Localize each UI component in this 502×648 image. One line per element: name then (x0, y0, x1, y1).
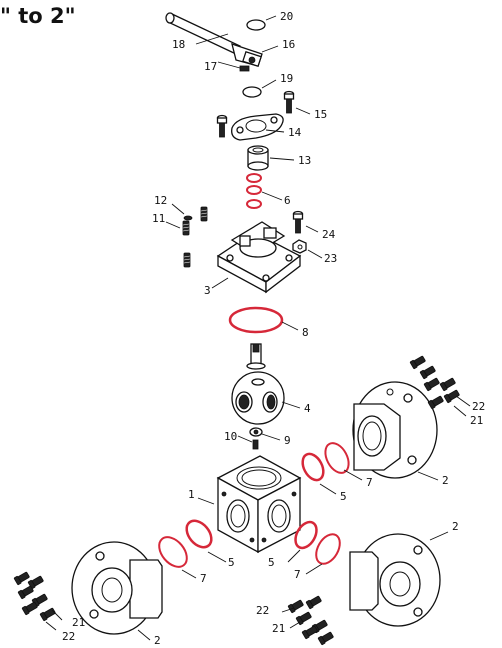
label-22-bottom: 22 (256, 604, 269, 617)
handle-lock (239, 65, 250, 72)
label-17: 17 (204, 60, 217, 73)
label-14: 14 (288, 126, 302, 139)
diagram-title: " to 2" (0, 4, 76, 28)
label-2-left: 2 (154, 634, 161, 647)
label-5-left: 5 (228, 556, 235, 569)
stopper-bolt (292, 210, 304, 234)
bonnet-bolts (182, 206, 208, 268)
label-23: 23 (324, 252, 337, 265)
label-11: 11 (152, 212, 165, 225)
gland-follower (231, 113, 284, 141)
label-18: 18 (172, 38, 185, 51)
body (216, 455, 302, 554)
bonnet-gasket (228, 306, 284, 334)
ball-stem (231, 343, 285, 425)
seats-gaskets (158, 442, 350, 568)
stem-packing (246, 173, 262, 209)
label-7-bottom: 7 (294, 568, 301, 581)
part-labels: 20 18 16 17 19 15 14 13 6 12 11 24 23 3 … (62, 10, 485, 647)
handle-washer (246, 19, 266, 31)
anti-static (249, 427, 263, 450)
label-13: 13 (298, 154, 311, 167)
end-cap-right-top (352, 381, 438, 479)
stopper-nut (292, 239, 307, 254)
label-22-left: 22 (62, 630, 75, 643)
label-9: 9 (284, 434, 291, 447)
label-8: 8 (302, 326, 309, 339)
label-4: 4 (304, 402, 311, 415)
label-20: 20 (280, 10, 293, 23)
label-16: 16 (282, 38, 295, 51)
label-12: 12 (154, 194, 167, 207)
end-cap-left (71, 541, 163, 635)
stem-bushing (247, 145, 269, 171)
label-7-right: 7 (366, 476, 373, 489)
label-24: 24 (322, 228, 336, 241)
label-2-right-top: 2 (442, 474, 449, 487)
end-cap-right-bottom (349, 533, 441, 627)
label-5-bottom: 5 (268, 556, 275, 569)
label-7-left: 7 (200, 572, 207, 585)
label-21-left: 21 (72, 616, 85, 629)
label-22-right: 22 (472, 400, 485, 413)
bonnet (216, 221, 302, 294)
label-21-right: 21 (470, 414, 483, 427)
label-19: 19 (280, 72, 293, 85)
leader-lines (45, 15, 471, 641)
label-6: 6 (284, 194, 291, 207)
label-1: 1 (188, 488, 195, 501)
stem-washer (242, 86, 262, 98)
label-10: 10 (224, 430, 237, 443)
gland-bolt-left (216, 114, 228, 138)
label-3: 3 (204, 284, 211, 297)
handle (165, 12, 263, 68)
label-5-right: 5 (340, 490, 347, 503)
label-21-bottom: 21 (272, 622, 285, 635)
label-2-right-bottom: 2 (452, 520, 459, 533)
gland-bolt (283, 90, 295, 114)
label-15: 15 (314, 108, 327, 121)
